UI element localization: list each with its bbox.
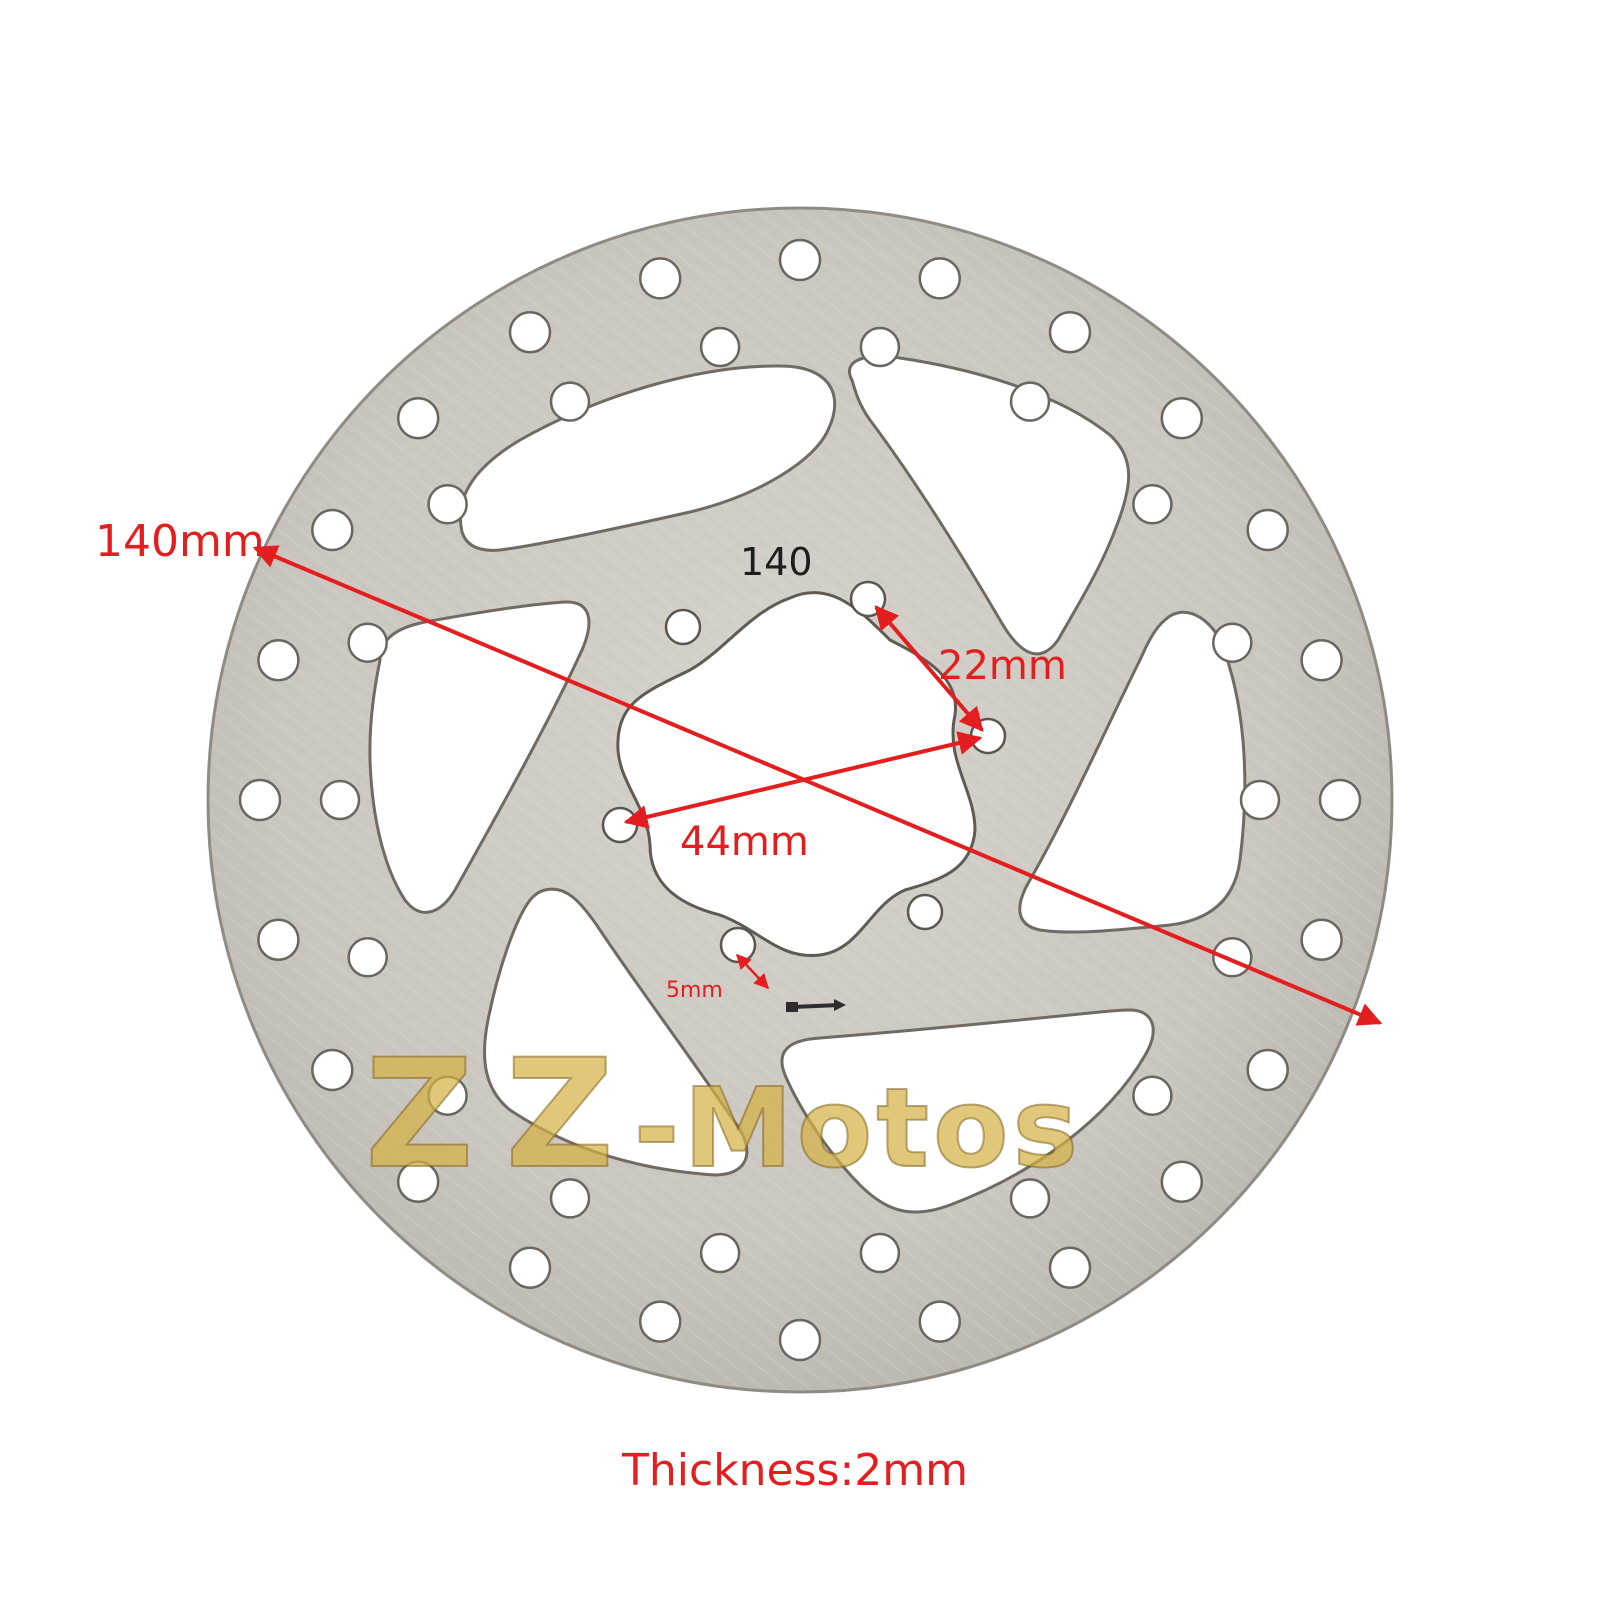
- rotor-size-engraving: 140: [740, 540, 813, 584]
- diameter-label: 140mm: [95, 516, 265, 567]
- vent-hole: [1212, 937, 1253, 978]
- bolt-hole-label: 5mm: [666, 978, 723, 1003]
- vent-hole: [1239, 779, 1281, 821]
- vent-hole: [1318, 778, 1362, 822]
- vent-hole: [699, 326, 741, 368]
- vent-hole: [1300, 638, 1343, 682]
- vent-hole: [638, 1300, 682, 1343]
- vent-hole: [549, 1178, 591, 1219]
- vent-hole: [778, 238, 822, 282]
- vent-hole: [699, 1232, 741, 1274]
- vent-hole: [918, 1300, 962, 1343]
- vent-hole: [1009, 381, 1051, 422]
- vent-hole: [257, 638, 300, 682]
- vent-hole: [1132, 1075, 1173, 1116]
- dimension-arrows: [252, 545, 1383, 1026]
- vent-hole: [508, 311, 552, 354]
- vent-hole: [1132, 484, 1173, 525]
- vent-hole: [549, 381, 591, 422]
- vent-hole: [1300, 918, 1343, 962]
- vent-hole: [1212, 622, 1253, 663]
- bolt-circle-label: 44mm: [680, 819, 809, 865]
- vent-hole: [859, 326, 901, 368]
- vent-hole: [1009, 1178, 1051, 1219]
- vent-hole: [1048, 1246, 1092, 1289]
- bolt-circle-arrow: [623, 731, 983, 829]
- vent-hole: [238, 778, 282, 822]
- vent-hole: [778, 1318, 822, 1362]
- vent-hole: [508, 1246, 552, 1289]
- vent-hole: [859, 1232, 901, 1274]
- vent-hole: [396, 1160, 440, 1204]
- bolt-spacing-arrow: [874, 605, 984, 732]
- vent-hole: [311, 508, 354, 552]
- vent-hole: [1160, 1160, 1204, 1204]
- vent-hole: [1048, 311, 1092, 354]
- vent-hole: [319, 779, 361, 821]
- vent-hole: [427, 484, 468, 525]
- vent-hole: [347, 937, 388, 978]
- vent-hole: [257, 918, 300, 962]
- vent-hole: [396, 396, 440, 440]
- vent-hole: [638, 257, 682, 300]
- vent-hole: [1246, 1048, 1289, 1092]
- vent-hole: [311, 1048, 354, 1092]
- vent-hole: [347, 622, 388, 663]
- bolt-spacing-label: 22mm: [938, 643, 1067, 689]
- vent-hole: [427, 1075, 468, 1116]
- vent-hole: [1246, 508, 1289, 552]
- bolt-hole-arrow: [735, 953, 770, 990]
- thickness-label: Thickness:2mm: [622, 1445, 969, 1496]
- vent-hole: [918, 257, 962, 300]
- vent-hole: [1160, 396, 1204, 440]
